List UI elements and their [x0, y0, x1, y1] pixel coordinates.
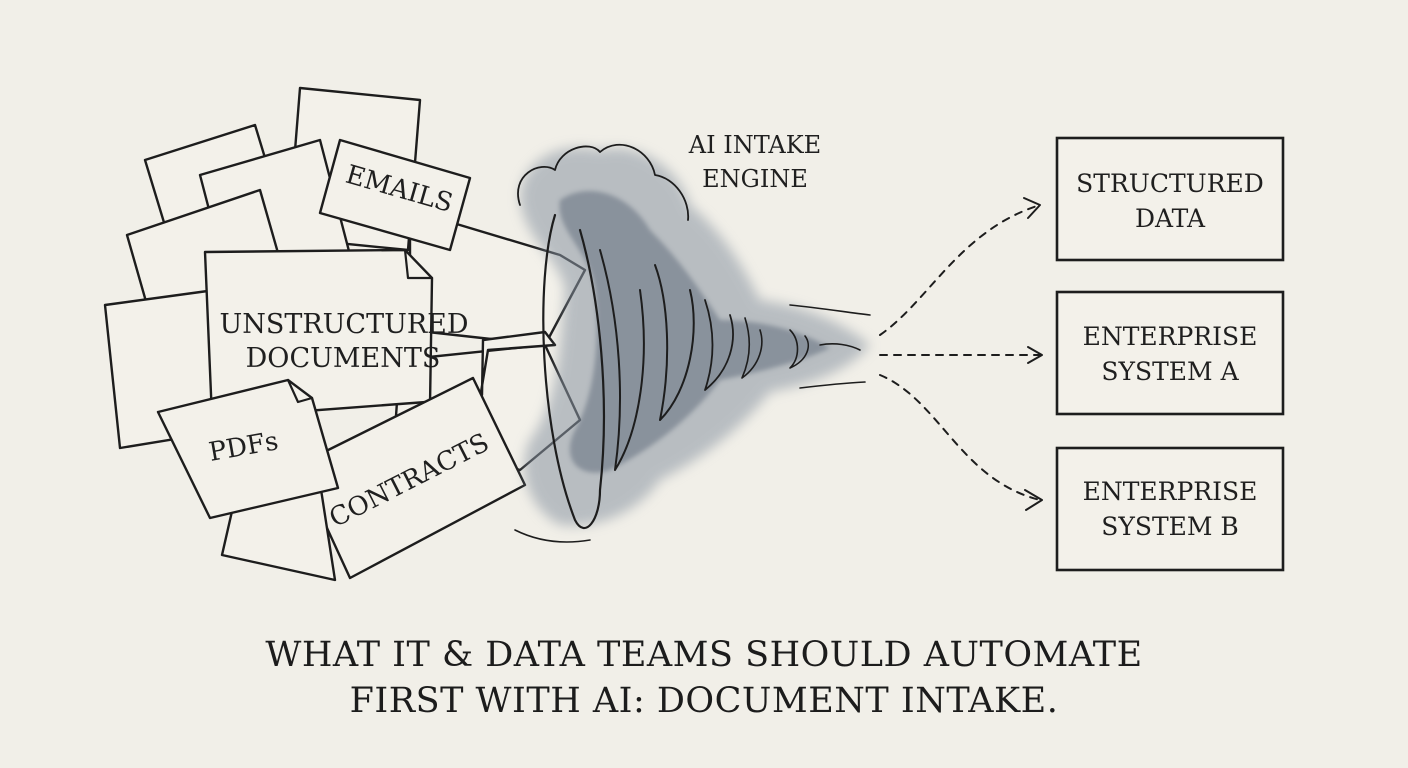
arrowhead-structured-data [1023, 197, 1041, 219]
output-arrows [879, 197, 1043, 511]
engine-stream-mid [819, 343, 861, 351]
engine-swirl-3 [654, 264, 695, 421]
engine-swirl-4 [704, 299, 734, 391]
contracts-card[interactable] [296, 376, 527, 580]
output-label-line1: ENTERPRISE [1083, 477, 1258, 506]
engine-stream-bottom [799, 381, 866, 389]
caption-line1: WHAT IT & DATA TEAMS SHOULD AUTOMATE [265, 635, 1143, 675]
output-box-system-a[interactable]: ENTERPRISE SYSTEM A [1055, 290, 1285, 416]
caption-line2: FIRST WITH AI: DOCUMENT INTAKE. [349, 681, 1059, 721]
output-label-line2: DATA [1135, 204, 1206, 233]
engine-swirl-2 [599, 249, 645, 471]
engine-swirl-5 [741, 317, 763, 379]
arrow-to-system-b [879, 374, 1041, 501]
arrowhead-system-b [1024, 489, 1043, 511]
engine-swirl-1 [542, 213, 605, 529]
engine-swirl-6 [789, 329, 809, 369]
engine-tail-lower [514, 529, 591, 543]
emails-card[interactable] [318, 138, 472, 252]
engine-wash-core [559, 191, 830, 473]
document-pile [103, 86, 587, 582]
engine-label-line2: ENGINE [702, 165, 808, 193]
output-box-structured-data[interactable]: STRUCTURED DATA [1055, 136, 1285, 262]
arrow-to-structured-data [879, 204, 1041, 336]
output-box-system-b[interactable]: ENTERPRISE SYSTEM B [1055, 446, 1285, 572]
engine-stream-top [789, 304, 871, 316]
arrowhead-system-a [1027, 346, 1043, 364]
unstructured-label-line1: UNSTRUCTURED [219, 309, 468, 340]
output-label-line2: SYSTEM A [1101, 357, 1239, 386]
engine-cloud-outline [517, 143, 689, 221]
output-label-line1: STRUCTURED [1076, 169, 1264, 198]
pdfs-card[interactable] [156, 378, 340, 520]
output-label-line1: ENTERPRISE [1083, 322, 1258, 351]
ai-intake-engine [514, 143, 871, 543]
unstructured-label-line2: DOCUMENTS [246, 343, 441, 374]
output-label-line2: SYSTEM B [1101, 512, 1239, 541]
engine-label-line1: AI INTAKE [688, 131, 821, 159]
